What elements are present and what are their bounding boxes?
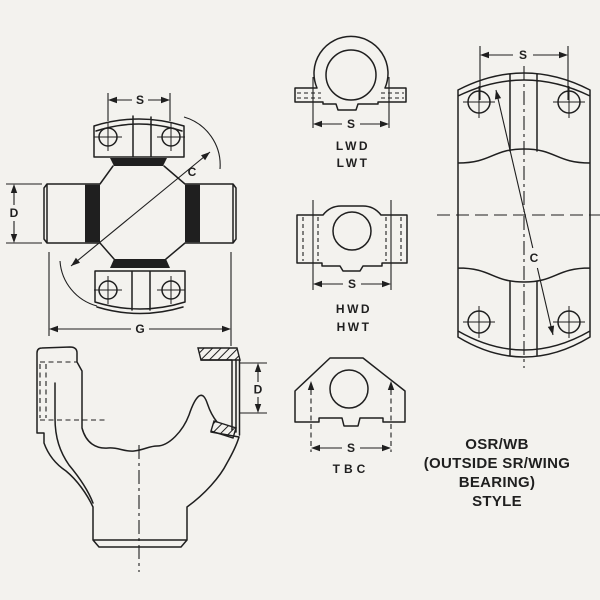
wing-bearing-plan-view: S C bbox=[437, 46, 600, 368]
arrowhead bbox=[201, 152, 210, 161]
style-caption: OSR/WB (OUTSIDE SR/WING BEARING) STYLE bbox=[424, 436, 570, 510]
hwd-outline bbox=[296, 205, 408, 272]
cross-body-outline bbox=[43, 165, 237, 260]
caption-line-3: BEARING) bbox=[459, 474, 536, 491]
dim-s-extension bbox=[107, 93, 171, 121]
arrowhead bbox=[311, 444, 320, 452]
tbc-bolt-centerlines bbox=[310, 390, 392, 452]
arrowhead bbox=[254, 363, 262, 372]
hidden-bore-lines bbox=[39, 361, 108, 421]
bolt-crosshair bbox=[463, 86, 585, 338]
arrowhead bbox=[222, 325, 231, 333]
bearing-profile-hwd: S HWD HWT bbox=[296, 200, 408, 334]
arrowhead bbox=[387, 381, 395, 390]
bottom-cap-outline bbox=[94, 270, 186, 315]
top-cap-outline bbox=[93, 115, 185, 158]
seal-band-right bbox=[185, 184, 200, 243]
hwd-bearing-bore bbox=[332, 211, 372, 251]
arrowhead bbox=[254, 404, 262, 413]
dim-c-line bbox=[495, 89, 554, 336]
dim-label-s-plan: S bbox=[519, 48, 527, 62]
caption-line-4: STYLE bbox=[472, 493, 522, 510]
arrowhead bbox=[10, 184, 18, 193]
arrowhead bbox=[10, 234, 18, 243]
dim-label-s-tbc: S bbox=[347, 441, 355, 455]
arrowhead bbox=[313, 120, 322, 128]
dim-c-line bbox=[70, 151, 211, 267]
dim-g-extension bbox=[48, 252, 232, 346]
seal-band-bottom bbox=[110, 259, 170, 268]
arrowhead bbox=[71, 257, 80, 266]
dim-label-c-plan: C bbox=[530, 251, 539, 265]
bolt-crosshair bbox=[94, 123, 185, 151]
dim-s-extension bbox=[312, 200, 392, 290]
arrowhead bbox=[494, 90, 502, 100]
hatch-cap-bottom bbox=[210, 420, 237, 439]
dim-d-extension bbox=[6, 183, 42, 244]
arrowhead bbox=[380, 120, 389, 128]
tbc-bearing-bore bbox=[329, 369, 369, 409]
dim-label-s-lwd: S bbox=[347, 117, 355, 131]
bolt-crosshair bbox=[94, 276, 185, 304]
profile-label-hwd: HWD bbox=[336, 302, 372, 316]
arrowhead bbox=[307, 381, 315, 390]
dim-label-s-hwd: S bbox=[348, 277, 356, 291]
hwd-hidden-lines bbox=[302, 217, 402, 261]
yoke-side-view: D bbox=[36, 346, 267, 572]
hatch-cap-top bbox=[197, 347, 241, 361]
dim-s-extension bbox=[312, 77, 390, 128]
profile-label-lwd: LWD bbox=[336, 139, 370, 153]
cross-front-view: S D G C bbox=[6, 93, 237, 346]
dim-label-d-yoke: D bbox=[254, 383, 263, 397]
arrowhead bbox=[313, 280, 322, 288]
yoke-outline bbox=[36, 346, 241, 548]
dim-label-c-cross: C bbox=[188, 165, 197, 179]
arrowhead bbox=[559, 51, 568, 59]
profile-label-tbc: TBC bbox=[333, 462, 370, 476]
seal-band-top bbox=[110, 158, 167, 166]
profile-label-hwt: HWT bbox=[337, 320, 372, 334]
tbc-outline bbox=[294, 357, 406, 427]
caption-line-1: OSR/WB bbox=[465, 436, 528, 453]
arrowhead bbox=[547, 325, 555, 335]
dim-label-d-cross: D bbox=[10, 206, 19, 220]
dim-label-g-cross: G bbox=[135, 322, 144, 336]
seal-band-left bbox=[85, 184, 100, 243]
arrowhead bbox=[49, 325, 58, 333]
arrowhead bbox=[382, 444, 391, 452]
arrowhead bbox=[480, 51, 489, 59]
dim-d-extension bbox=[240, 362, 267, 414]
lwd-bearing-bore bbox=[325, 49, 377, 101]
arrowhead bbox=[108, 96, 117, 104]
arrowhead bbox=[161, 96, 170, 104]
dim-c-swing-arc bbox=[59, 116, 221, 307]
profile-label-lwt: LWT bbox=[337, 156, 370, 170]
caption-line-2: (OUTSIDE SR/WING bbox=[424, 455, 570, 472]
bearing-profile-lwd: S LWD LWT bbox=[294, 35, 407, 170]
arrowhead bbox=[382, 280, 391, 288]
lwd-outline bbox=[294, 35, 407, 111]
bearing-profile-tbc: S TBC bbox=[294, 357, 406, 476]
dim-label-s-cross: S bbox=[136, 93, 144, 107]
